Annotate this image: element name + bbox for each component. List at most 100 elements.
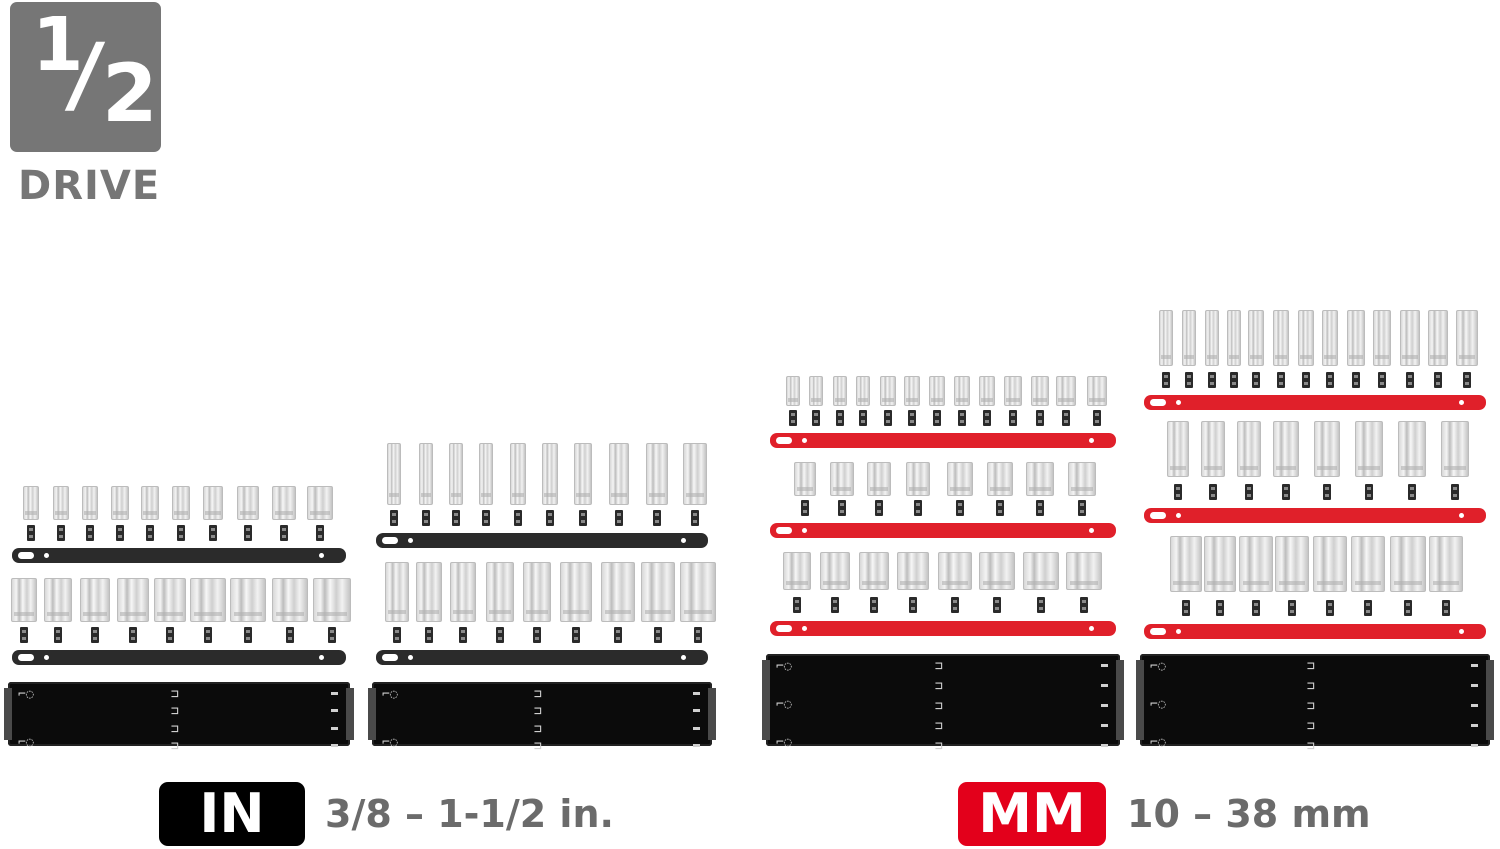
rivet-icon — [408, 655, 413, 660]
socket-clip — [425, 627, 433, 643]
socket-clip — [836, 410, 844, 426]
socket-clip — [1078, 500, 1086, 516]
socket — [416, 562, 442, 622]
socket — [1373, 310, 1391, 366]
tray-center-clip-icon: ⊐ — [1307, 739, 1315, 754]
tray-slot-icon — [1101, 684, 1108, 687]
socket-clip — [91, 627, 99, 643]
socket — [954, 376, 970, 406]
rivet-icon — [1089, 438, 1094, 443]
socket-clip — [1442, 600, 1450, 616]
socket-clip — [1036, 500, 1044, 516]
tray-end-cap — [1116, 660, 1124, 740]
rivet-icon — [319, 655, 324, 660]
socket-rail — [770, 621, 1116, 636]
socket — [1441, 421, 1469, 477]
socket — [1087, 376, 1107, 406]
socket-clip — [20, 627, 28, 643]
socket-clip — [1288, 600, 1296, 616]
tray-mount-icon: ⌐◌ — [1150, 697, 1166, 712]
socket — [510, 443, 526, 505]
tray-center-clip-icon: ⊐ — [1307, 699, 1315, 714]
socket — [786, 376, 800, 406]
keyhole-icon — [776, 527, 792, 534]
tray-center-clip-icon: ⊐ — [171, 739, 179, 754]
tray-center-clip-icon: ⊐ — [534, 739, 542, 754]
rivet-icon — [44, 553, 49, 558]
socket-clip — [831, 597, 839, 613]
socket-clip — [579, 510, 587, 526]
rivet-icon — [1176, 629, 1181, 634]
socket — [1400, 310, 1420, 366]
socket-clip — [1434, 372, 1442, 388]
socket-clip — [1162, 372, 1170, 388]
tray-center-clip-icon: ⊐ — [534, 721, 542, 737]
socket — [1068, 462, 1096, 496]
socket-clip — [1277, 372, 1285, 388]
socket-clip — [1451, 484, 1459, 500]
socket-clip — [933, 410, 941, 426]
socket — [1355, 421, 1383, 477]
socket-clip — [244, 627, 252, 643]
socket — [880, 376, 896, 406]
socket — [203, 486, 223, 520]
socket-clip — [1093, 410, 1101, 426]
socket — [1159, 310, 1173, 366]
socket-clip — [146, 525, 154, 541]
rivet-icon — [1176, 400, 1181, 405]
metric-range-label: 10 – 38 mm — [1127, 792, 1371, 836]
socket — [1170, 536, 1202, 592]
socket — [542, 443, 558, 505]
socket-clip — [452, 510, 460, 526]
socket — [387, 443, 401, 505]
socket-clip — [993, 597, 1001, 613]
tray-center-clip-icon: ⊐ — [935, 659, 943, 674]
socket-clip — [1406, 372, 1414, 388]
socket-clip — [1365, 484, 1373, 500]
socket-clip — [653, 510, 661, 526]
socket-clip — [1463, 372, 1471, 388]
tray-center-clip-icon: ⊐ — [1307, 719, 1315, 734]
rivet-icon — [319, 553, 324, 558]
socket-clip — [459, 627, 467, 643]
tray-mount-icon: ⌐◌ — [776, 735, 792, 750]
rivet-icon — [44, 655, 49, 660]
socket — [1313, 536, 1347, 592]
socket-clip — [129, 627, 137, 643]
socket — [641, 562, 675, 622]
tray-center-clip-icon: ⊐ — [534, 687, 542, 702]
socket — [1298, 310, 1314, 366]
socket-clip — [793, 597, 801, 613]
socket-rail — [770, 433, 1116, 448]
socket-rail — [1144, 624, 1486, 639]
tray-slot-icon — [693, 692, 700, 695]
socket — [979, 552, 1015, 590]
socket — [938, 552, 972, 590]
keyhole-icon — [382, 537, 398, 544]
tray-center-clip-icon: ⊐ — [935, 699, 943, 714]
socket-clip — [801, 500, 809, 516]
tray-slot-icon — [693, 709, 700, 713]
socket-clip — [54, 627, 62, 643]
socket — [486, 562, 514, 622]
socket — [1239, 536, 1273, 592]
socket — [1275, 536, 1309, 592]
socket — [1237, 421, 1261, 477]
socket — [11, 578, 37, 622]
socket-clip — [909, 597, 917, 613]
socket-clip — [914, 500, 922, 516]
drive-numerator: 1 — [32, 2, 83, 88]
tray-mount-icon: ⌐◌ — [382, 735, 398, 750]
socket — [830, 462, 854, 496]
socket — [53, 486, 69, 520]
socket-clip — [1326, 600, 1334, 616]
socket — [1031, 376, 1049, 406]
wall-mount-tray: ⌐◌⌐◌⊐⊐⊐⊐ — [4, 682, 354, 753]
socket-clip — [870, 597, 878, 613]
socket-clip — [1302, 372, 1310, 388]
socket-clip — [951, 597, 959, 613]
socket-clip — [615, 510, 623, 526]
socket — [385, 562, 409, 622]
socket — [449, 443, 463, 505]
rivet-icon — [681, 655, 686, 660]
